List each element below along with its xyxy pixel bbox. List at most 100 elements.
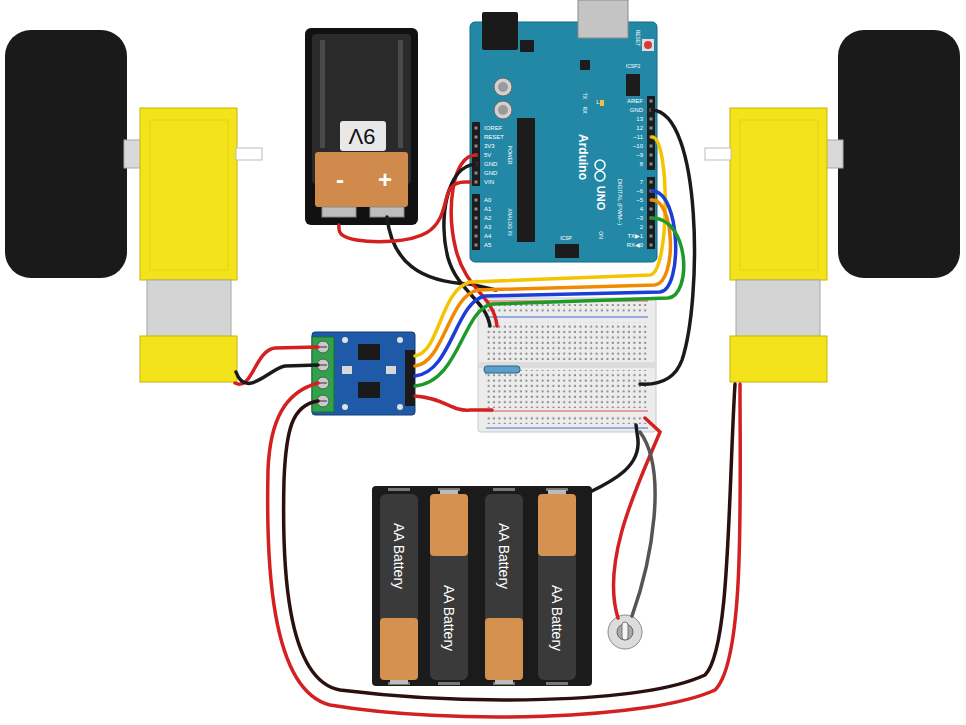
battery-label: - [336,168,344,192]
aa-battery: AA Battery [538,494,576,680]
arduino-body [472,194,480,250]
pin-label: RESET [484,134,504,140]
aa-cell [548,490,566,494]
motor-driver [386,366,396,374]
pin-label: TX▶1 [627,233,643,239]
pin-label: A4 [484,233,491,239]
arduino-body [595,171,605,181]
capacitor [484,366,520,375]
gear-motor [236,148,262,160]
motor-driver [319,383,327,384]
gear-motor [140,336,237,382]
motor-driver [397,337,403,343]
arduino-body [555,244,579,258]
pin-label: TX [582,93,587,99]
gear-motor [124,108,262,382]
pin-label: ON [598,231,603,239]
motor-driver [342,337,348,343]
arduino-body [517,118,535,242]
battery-9v-body [305,28,418,225]
gear-motor [730,336,827,382]
wire [235,110,740,717]
motor-driver [342,366,352,374]
pin-label: 2 [640,224,643,230]
pin-label: ICSP [560,236,572,241]
motor-driver [397,404,403,410]
arduino-body [644,41,652,49]
wire [613,418,660,618]
pin-label: 12 [636,125,643,131]
breadboard [486,411,648,412]
gear-motor [740,120,818,270]
gear-motor [140,108,237,280]
aa-cell [430,494,468,680]
pin-label: GND [484,170,497,176]
pin-label: POWER [507,146,512,165]
aa-battery: AA Battery [430,494,468,680]
battery-holder [372,486,592,686]
battery-9v-body [320,40,325,148]
arduino-body [498,105,508,115]
pin-label: ~3 [636,215,643,221]
wire [590,425,638,492]
wire-connector [339,182,470,242]
battery-9v-body [398,40,403,148]
wire [632,432,655,616]
aa-cell [485,618,523,680]
gear-motor [150,120,228,270]
battery-9v-body [340,121,386,151]
arduino-body [578,0,628,38]
motor-driver [358,382,380,398]
aa-cell [440,490,458,494]
battery-label: AA Battery [550,585,564,651]
pin-label: RX [582,107,587,114]
battery-label: 9V [349,125,376,147]
pin-label: RX◀0 [627,242,643,248]
aa-battery: AA Battery [380,494,418,680]
arduino-body [520,40,534,52]
pin-label: RESET [635,30,640,47]
arduino-body [494,101,512,119]
edge-group [339,182,470,242]
pin-label: ~5 [636,197,643,203]
arduino-body [647,177,655,249]
wire [415,200,670,366]
aa-cell [538,494,576,680]
pin-label: GND [484,161,497,167]
breadboard [486,414,648,424]
battery-holder [493,488,515,491]
wire [284,384,735,700]
toggle-switch [608,615,642,649]
capacitor [484,366,520,373]
pin-label: ~6 [636,188,643,194]
pin-label: 13 [636,116,643,122]
aa-cell [495,680,513,684]
wire [387,217,496,290]
arduino-body [600,100,604,106]
pin-label: ICSP2 [626,64,640,69]
pin-label: A3 [484,224,491,230]
battery-label: AA Battery [497,523,511,589]
motor-driver [312,332,415,415]
pin-label: IOREF [484,125,502,131]
breadboard [478,298,656,432]
wire [415,137,665,356]
motor-driver [342,404,348,410]
pin-label: A2 [484,215,491,221]
battery-holder [388,488,410,491]
gear-motor [730,108,827,280]
pin-label: Arduino [577,134,589,180]
motor-driver [358,344,380,360]
pin-label: GND [630,107,643,113]
pin-label: A1 [484,206,491,212]
wire [415,396,492,410]
gear-motor [736,280,820,338]
breadboard [486,428,648,429]
pin-label: A0 [484,197,491,203]
breadboard [486,322,648,360]
pin-label: 7 [640,179,643,185]
breadboard [486,304,648,314]
breadboard [486,317,648,318]
pin-label: ~9 [636,152,643,158]
